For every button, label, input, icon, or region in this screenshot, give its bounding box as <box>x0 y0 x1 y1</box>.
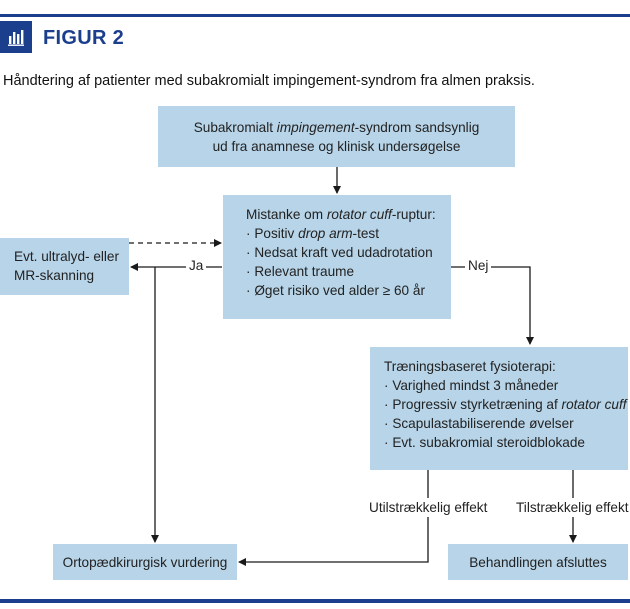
bar-chart-icon <box>0 21 32 53</box>
node-start: Subakromialt impingement-syndrom sandsyn… <box>158 106 515 167</box>
footer-bottom-rule <box>0 599 630 603</box>
physio-title: Træningsbaseret fysioterapi: <box>384 359 556 374</box>
edge-label-yes: Ja <box>186 258 207 273</box>
figure-label: FIGUR 2 <box>43 27 124 49</box>
end-label: Behandlingen afsluttes <box>469 554 607 570</box>
physio-item-strength-training: Progressiv styrketræning af rotator cuff <box>384 395 628 414</box>
suspicion-item-external-rotation: Nedsat kraft ved udadrotation <box>246 243 451 262</box>
imaging-line2: MR-skanning <box>14 268 95 283</box>
suspicion-item-drop-arm: Positiv drop arm-test <box>246 224 451 243</box>
arrow-no-to-physio <box>451 266 534 345</box>
node-treatment-ends: Behandlingen afsluttes <box>448 544 628 580</box>
header-top-rule <box>0 14 630 17</box>
physio-item-steroid: Evt. subakromial steroidblokade <box>384 433 628 452</box>
edge-label-no: Nej <box>465 258 492 273</box>
suspicion-item-trauma: Relevant traume <box>246 262 451 281</box>
edge-label-sufficient: Tilstrækkelig effekt <box>513 498 630 517</box>
figure-caption: Håndtering af patienter med subakromialt… <box>3 73 535 89</box>
suspicion-title: Mistanke om rotator cuff-ruptur: <box>246 207 436 222</box>
node-start-line1: Subakromialt impingement-syndrom sandsyn… <box>193 119 480 135</box>
imaging-line1: Evt. ultralyd- eller <box>14 249 120 264</box>
node-physiotherapy: Træningsbaseret fysioterapi: Varighed mi… <box>370 347 628 470</box>
suspicion-item-age-risk: Øget risiko ved alder ≥ 60 år <box>246 281 451 300</box>
suspicion-list: Positiv drop arm-test Nedsat kraft ved u… <box>246 224 451 300</box>
node-orthopedic-assessment: Ortopædkirurgisk vurdering <box>53 544 237 580</box>
node-imaging: Evt. ultralyd- eller MR-skanning <box>0 238 129 295</box>
ortho-label: Ortopædkirurgisk vurdering <box>62 554 228 570</box>
node-start-line2: ud fra anamnese og klinisk undersøgelse <box>212 138 461 154</box>
node-rotator-cuff-suspicion: Mistanke om rotator cuff-ruptur: Positiv… <box>223 195 451 319</box>
physio-item-duration: Varighed mindst 3 måneder <box>384 376 628 395</box>
edge-label-insufficient: Utilstrækkelig effekt <box>366 498 491 517</box>
physio-list: Varighed mindst 3 måneder Progressiv sty… <box>384 376 628 452</box>
physio-item-scapula: Scapulastabiliserende øvelser <box>384 414 628 433</box>
